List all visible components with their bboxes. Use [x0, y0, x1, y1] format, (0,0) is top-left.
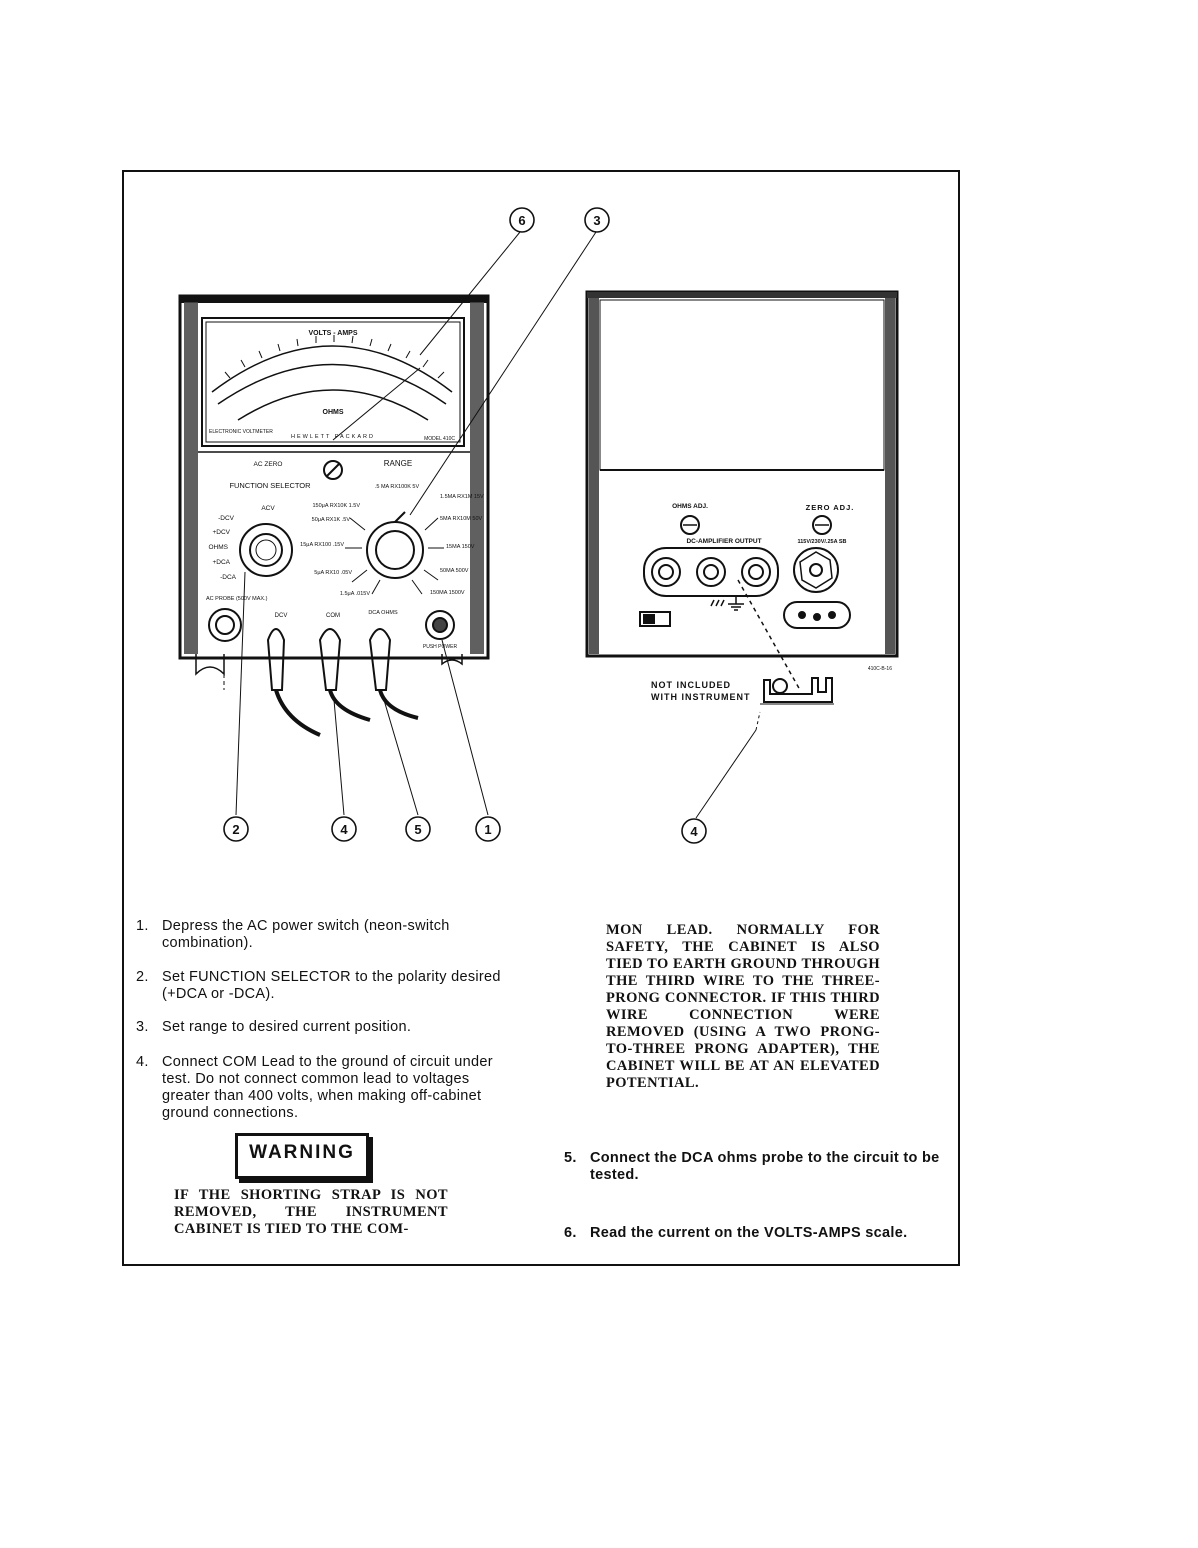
step-text: Connect the DCA ohms probe to the circui… — [590, 1150, 940, 1183]
callout-5-circle — [405, 816, 431, 842]
range-label: RANGE — [384, 459, 412, 468]
range-pos-top: .5 MA RX100K 5V — [375, 484, 420, 490]
range-pos-left-2: 50μA RX1K .5V — [312, 517, 351, 523]
callout-3: 3 — [593, 213, 600, 228]
callout-4-circle — [331, 816, 357, 842]
step-number: 4. — [136, 1054, 149, 1070]
range-pos-left-4: 5μA RX10 .05V — [314, 570, 352, 576]
function-pos-pos-dca: +DCA — [212, 559, 230, 566]
range-pos-left-5: 1.5μA .015V — [340, 591, 370, 597]
function-selector-label: FUNCTION SELECTOR — [229, 481, 311, 490]
warning-text: IF THE SHORTING STRAP IS NOT REMOVED, TH… — [174, 1187, 448, 1237]
function-pos-neg-dcv: -DCV — [218, 515, 235, 522]
rear-panel-drawing — [585, 290, 899, 705]
range-pos-right-4: 50MA 500V — [440, 568, 469, 574]
callouts — [223, 207, 707, 844]
power-switch-label: PUSH POWER — [423, 644, 458, 650]
ac-zero-label: AC ZERO — [254, 461, 283, 468]
callout-5: 5 — [414, 822, 421, 837]
leader-lines — [235, 231, 761, 819]
callout-1: 1 — [484, 822, 491, 837]
jack-dca-ohms-label: DCA OHMS — [368, 610, 398, 616]
zero-adj-label: ZERO ADJ. — [806, 503, 855, 512]
callout-1-circle — [475, 816, 501, 842]
power-rating-label: 115V/230V/.25A SB — [797, 539, 846, 545]
warning-text-continued: MON LEAD. NORMALLY FOR SAFETY, THE CABIN… — [606, 922, 880, 1091]
range-pos-right-1: 1.5MA RX1M 15V — [440, 494, 484, 500]
front-panel-drawing — [178, 294, 490, 737]
callout-4b: 4 — [690, 824, 698, 839]
step-text: Read the current on the VOLTS-AMPS scale… — [590, 1225, 908, 1241]
step-number: 6. — [564, 1225, 577, 1241]
jack-dcv-label: DCV — [275, 613, 288, 619]
function-pos-neg-dca: -DCA — [220, 574, 237, 581]
not-included-line-1: NOT INCLUDED — [651, 680, 731, 690]
meter-brand: HEWLETT PACKARD — [291, 434, 375, 440]
ac-probe-label: AC PROBE (500V MAX.) — [206, 596, 268, 602]
step-text: Depress the AC power switch (neon-switch… — [162, 918, 450, 951]
step-text: Connect COM Lead to the ground of circui… — [162, 1054, 493, 1121]
callout-4: 4 — [340, 822, 348, 837]
step-number: 3. — [136, 1019, 149, 1035]
range-pos-right-2: 5MA RX10M 50V — [440, 516, 483, 522]
figure-frame — [122, 170, 960, 1266]
callout-2-circle — [223, 816, 249, 842]
range-pos-left-3: 15μA RX100 .15V — [300, 542, 344, 548]
callout-6-circle — [509, 207, 535, 233]
range-pos-left-1: 150μA RX10K 1.5V — [312, 503, 360, 509]
function-pos-pos-dcv: +DCV — [212, 529, 230, 536]
step-text: Set range to desired current position. — [162, 1019, 412, 1035]
dc-amplifier-output-label: DC-AMPLIFIER OUTPUT — [686, 538, 761, 545]
step-number: 2. — [136, 969, 149, 985]
meter-ohms-label: OHMS — [323, 409, 344, 416]
meter-scale-title: VOLTS - AMPS — [309, 330, 358, 337]
step-number: 1. — [136, 918, 149, 934]
callout-4b-circle — [681, 818, 707, 844]
figure-code: 410C-B-16 — [868, 666, 892, 672]
callout-2: 2 — [232, 822, 239, 837]
ohms-adj-label: OHMS ADJ. — [672, 503, 708, 510]
step-text: Set FUNCTION SELECTOR to the polarity de… — [162, 969, 501, 1002]
jack-com-label: COM — [326, 613, 340, 619]
callout-6: 6 — [518, 213, 525, 228]
range-pos-right-3: 15MA 150V — [446, 544, 475, 550]
warning-label: WARNING — [249, 1142, 355, 1163]
meter-left-label: ELECTRONIC VOLTMETER — [209, 429, 273, 435]
function-pos-ohms: OHMS — [209, 544, 229, 551]
meter-model: MODEL 410C — [424, 436, 455, 442]
warning-badge: WARNING — [235, 1133, 369, 1179]
step-number: 5. — [564, 1150, 577, 1166]
function-pos-acv: ACV — [261, 505, 275, 512]
callout-3-circle — [584, 207, 610, 233]
not-included-line-2: WITH INSTRUMENT — [651, 692, 751, 702]
range-pos-right-5: 150MA 1500V — [430, 590, 465, 596]
